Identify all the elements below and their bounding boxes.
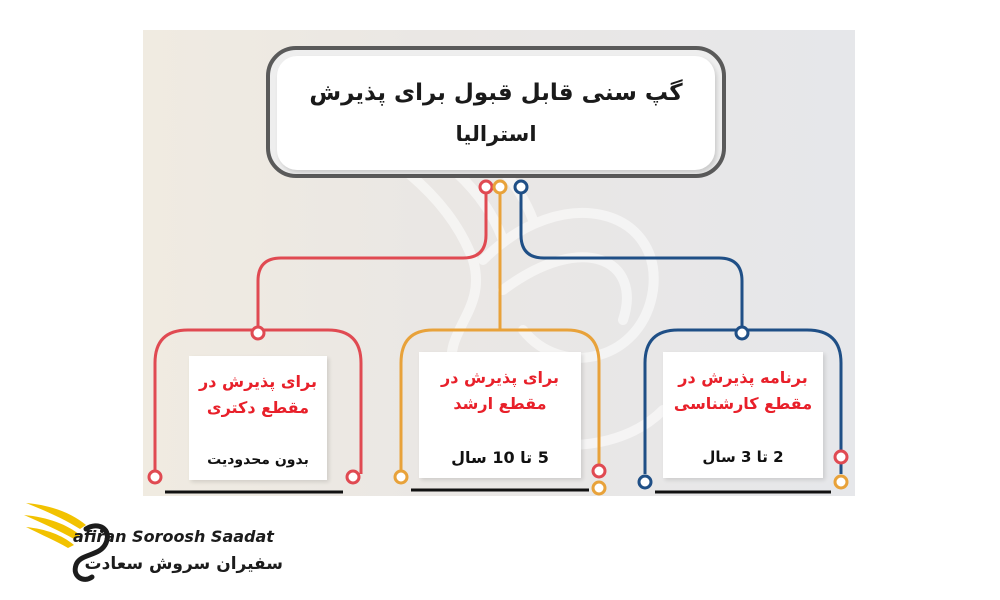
node-orange-right-2 — [591, 480, 607, 496]
card-bachelor-title-1: برنامه پذیرش در — [678, 368, 808, 387]
card-master: برای پذیرش در مقطع ارشد 5 تا 10 سال — [419, 352, 581, 478]
title-box: گپ سنی قابل قبول برای پذیرش استرالیا — [277, 56, 715, 170]
node-orange-top — [492, 179, 508, 195]
node-orange-left — [393, 469, 409, 485]
node-blue-right-2 — [833, 474, 849, 490]
card-bachelor: برنامه پذیرش در مقطع کارشناسی 2 تا 3 سال — [663, 352, 823, 478]
node-blue-right — [833, 449, 849, 465]
node-orange-right — [591, 463, 607, 479]
brand-name-fa: سفیران سروش سعادت — [84, 554, 283, 574]
title-line-2: استرالیا — [455, 122, 537, 146]
card-master-title-2: مقطع ارشد — [453, 394, 547, 413]
card-doctorate-title-2: مقطع دکتری — [206, 398, 310, 417]
connector-orange — [399, 190, 601, 474]
card-doctorate: برای پذیرش در مقطع دکتری بدون محدودیت — [189, 356, 327, 480]
node-red-right — [345, 469, 361, 485]
node-red-top — [478, 179, 494, 195]
node-blue-left — [637, 474, 653, 490]
brand-name-en: afiran Soroosh Saadat — [73, 527, 274, 546]
connector-blue — [519, 190, 843, 474]
card-master-title-1: برای پذیرش در — [441, 368, 559, 387]
card-bachelor-title-2: مقطع کارشناسی — [673, 394, 813, 413]
node-red-left — [147, 469, 163, 485]
brand-logo-icon — [24, 503, 110, 582]
card-master-value: 5 تا 10 سال — [451, 448, 549, 467]
card-doctorate-title-1: برای پذیرش در — [199, 372, 317, 391]
node-blue-top — [513, 179, 529, 195]
card-bachelor-value: 2 تا 3 سال — [702, 448, 784, 466]
connector-red — [153, 190, 488, 474]
diagram-panel: گپ سنی قابل قبول برای پذیرش استرالیا برا… — [143, 30, 855, 496]
node-blue-mid — [734, 325, 750, 341]
card-doctorate-value: بدون محدودیت — [207, 452, 309, 468]
title-line-1: گپ سنی قابل قبول برای پذیرش — [309, 80, 683, 106]
node-red-mid — [250, 325, 266, 341]
